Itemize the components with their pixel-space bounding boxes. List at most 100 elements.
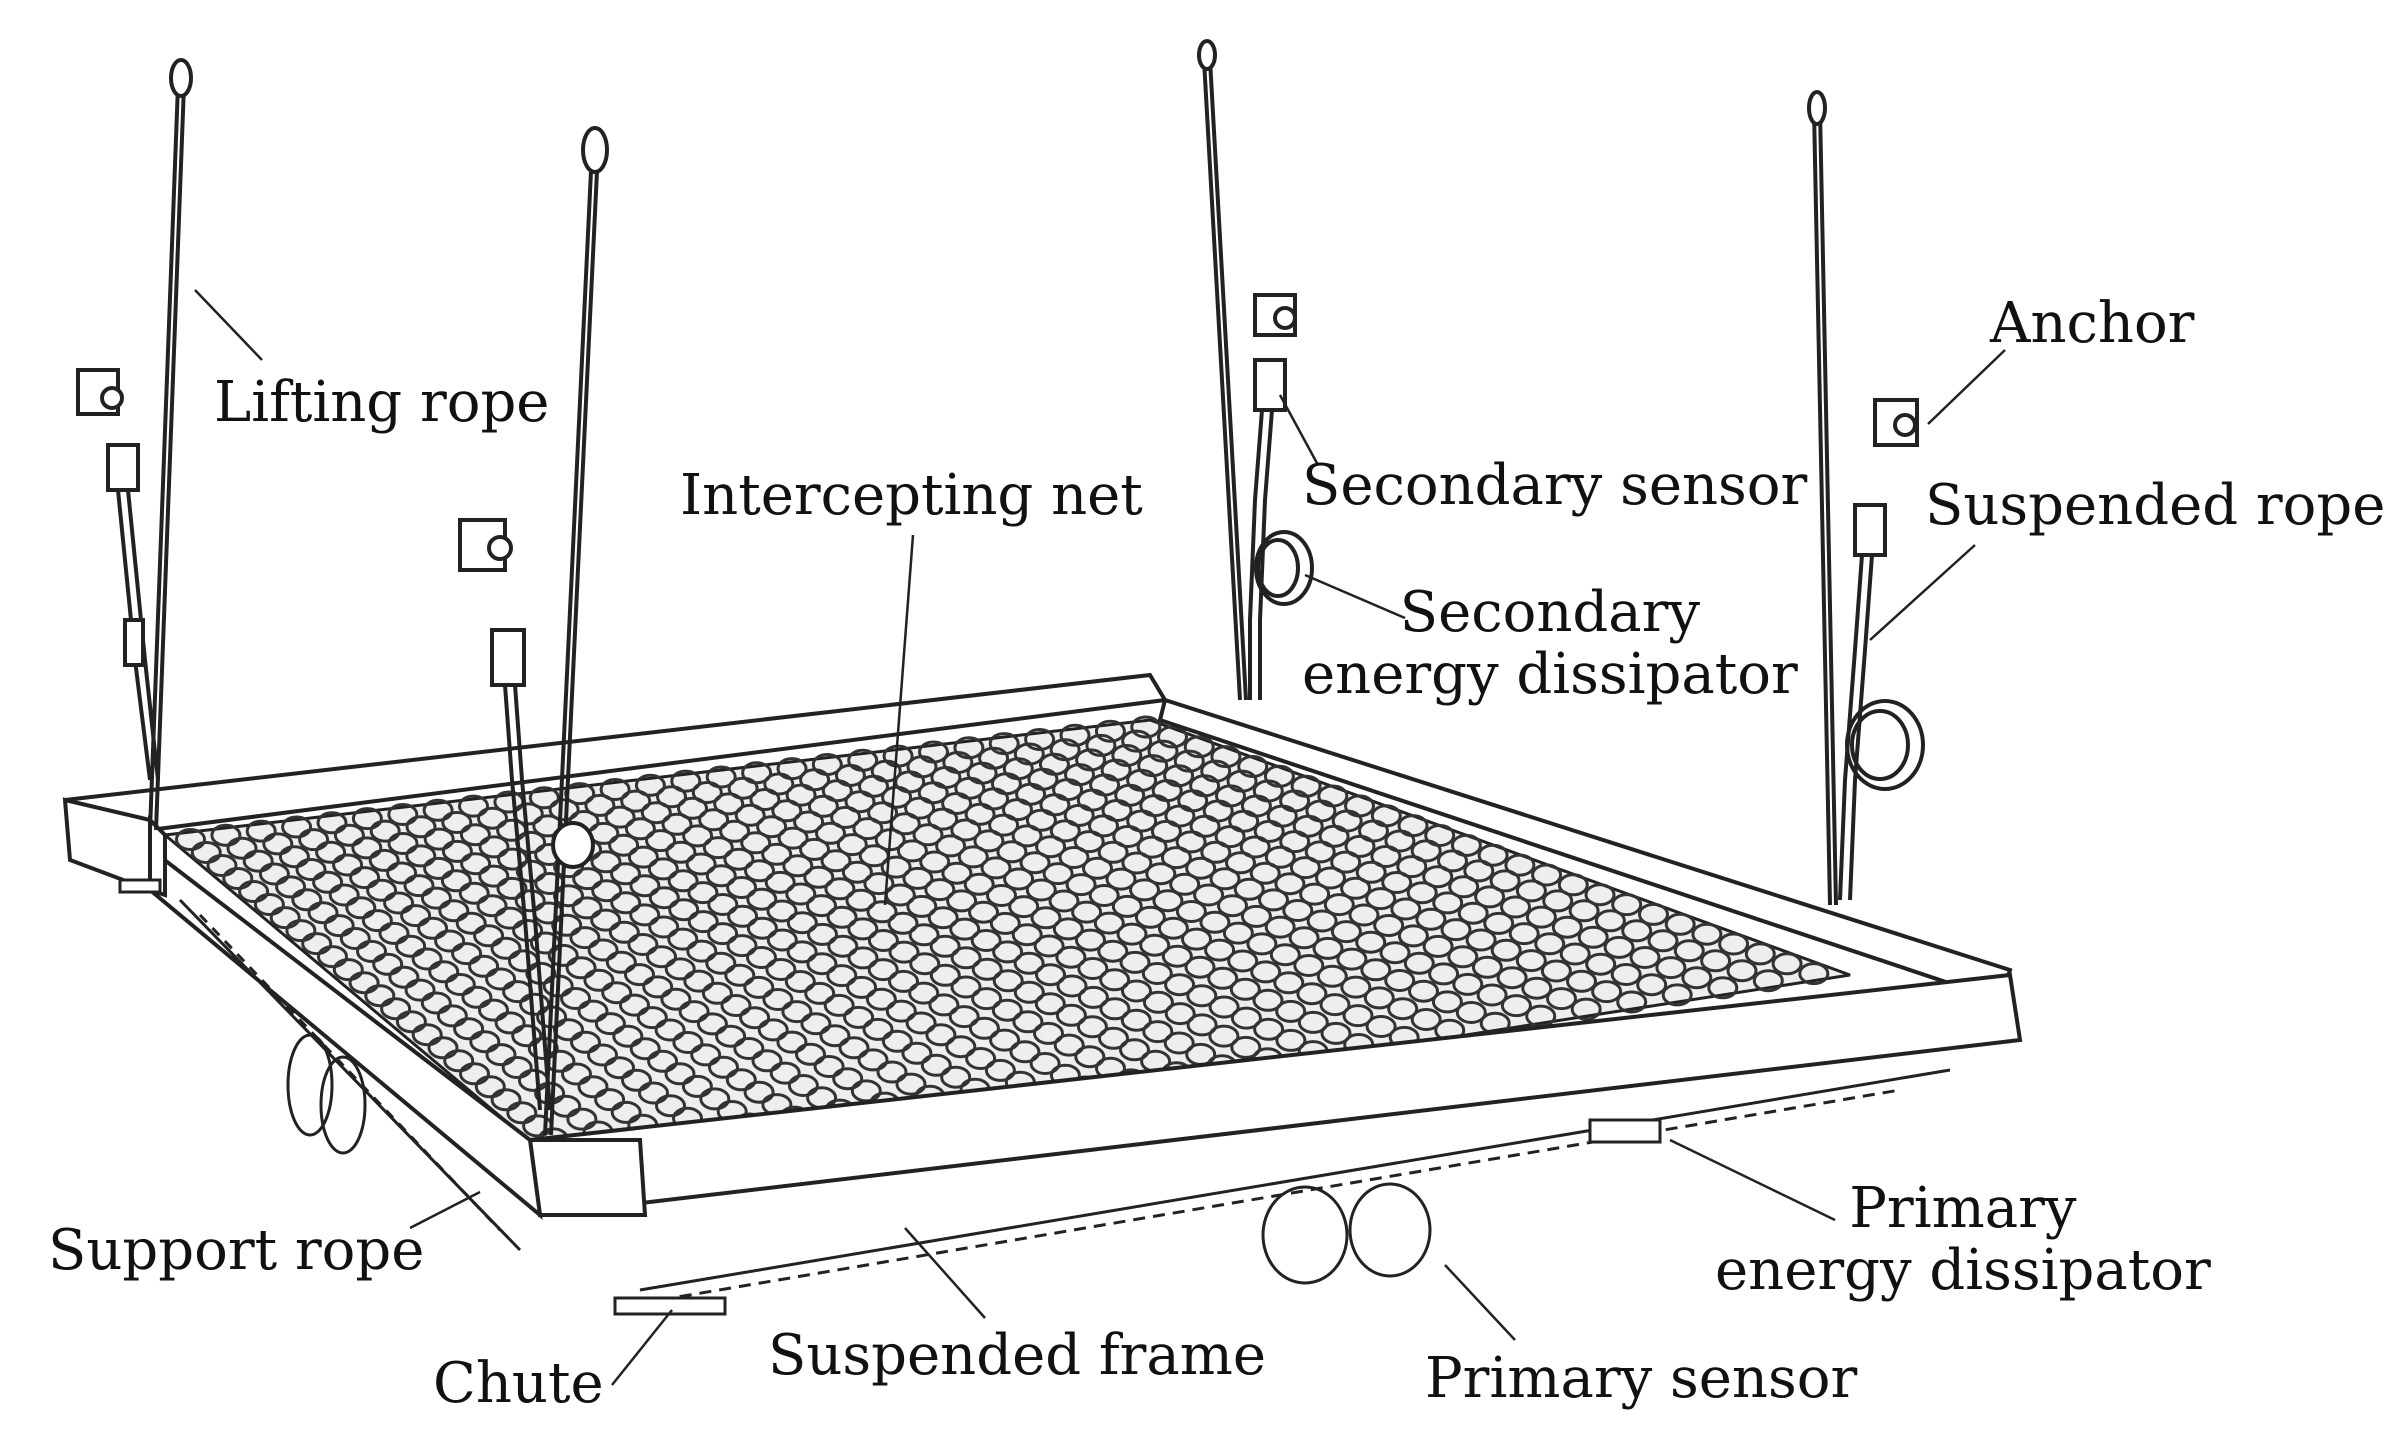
net-mesh-cell <box>584 793 616 817</box>
net-mesh-cell <box>645 829 677 853</box>
net-mesh-cell <box>776 757 808 781</box>
net-mesh-cell <box>372 952 404 976</box>
net-mesh-cell <box>476 894 508 918</box>
net-mesh-cell <box>608 920 640 944</box>
net-mesh-cell <box>561 1062 592 1086</box>
net-mesh-cell <box>1496 966 1528 990</box>
net-mesh-cell <box>1207 966 1239 990</box>
net-mesh-cell <box>1099 968 1131 992</box>
net-mesh-cell <box>474 1075 506 1099</box>
net-mesh-cell <box>681 1074 713 1098</box>
net-mesh-cell <box>647 1049 679 1073</box>
net-mesh-cell <box>1463 859 1495 883</box>
net-mesh-cell <box>636 1006 668 1030</box>
net-mesh-cell <box>1175 900 1207 923</box>
net-mesh-cell <box>1455 1001 1487 1024</box>
leader-lifting-rope <box>194 289 263 361</box>
support-ring-b <box>319 1055 367 1155</box>
net-mesh-cell <box>1387 997 1419 1021</box>
net-mesh-cell <box>351 807 383 831</box>
net-mesh-cell <box>1169 872 1201 896</box>
net-mesh-cell <box>1008 895 1040 919</box>
net-mesh-cell <box>349 866 381 890</box>
net-mesh-cell <box>1603 935 1635 959</box>
net-mesh-cell <box>667 927 699 951</box>
net-mesh-cell <box>743 975 775 999</box>
net-mesh-cell <box>971 957 1003 981</box>
net-mesh-cell <box>646 945 677 969</box>
net-mesh-cell <box>590 850 622 874</box>
net-mesh-cell <box>594 1088 626 1112</box>
net-mesh-cell <box>460 852 492 876</box>
net-mesh-cell <box>1249 861 1281 885</box>
net-mesh-cell <box>1119 1038 1150 1062</box>
net-mesh-cell <box>1476 983 1508 1007</box>
net-mesh-cell <box>1193 883 1225 907</box>
net-mesh-cell <box>610 891 642 915</box>
net-mesh-cell <box>1252 988 1284 1012</box>
net-mesh-cell <box>468 954 500 978</box>
net-mesh-cell <box>339 927 371 950</box>
net-mesh-cell <box>698 808 730 832</box>
net-mesh-cell <box>238 880 270 903</box>
net-mesh-cell <box>989 911 1021 935</box>
net-mesh-cell <box>1551 915 1583 939</box>
net-mesh-cell <box>749 788 781 811</box>
net-mesh-cell <box>1515 949 1547 973</box>
net-mesh-cell <box>1450 833 1482 857</box>
net-mesh-cell <box>1616 990 1648 1014</box>
net-mesh-cell <box>1424 824 1456 847</box>
net-mesh-cell <box>1033 1021 1064 1045</box>
net-mesh-cell <box>1111 894 1143 918</box>
label-secondary-sensor: Secondary sensor <box>1302 453 1808 518</box>
net-mesh-cell <box>1471 955 1503 979</box>
net-mesh-cell <box>701 981 733 1005</box>
net-mesh-cell <box>485 1043 517 1067</box>
net-mesh-cell <box>683 969 715 993</box>
net-mesh-cell <box>461 985 493 1009</box>
label-primary-sensor: Primary sensor <box>1425 1346 1858 1411</box>
net-mesh-cell <box>734 803 766 827</box>
net-mesh-cell <box>629 874 661 898</box>
net-mesh-cell <box>642 975 674 999</box>
net-mesh-cell <box>677 796 708 820</box>
net-mesh-cell <box>253 893 285 916</box>
net-mesh-cell <box>795 1042 826 1066</box>
net-mesh-cell <box>799 837 830 861</box>
net-mesh-cell <box>380 997 412 1021</box>
net-mesh-cell <box>1390 897 1422 921</box>
net-mesh-cell <box>725 1068 757 1092</box>
net-mesh-cell <box>1121 979 1152 1003</box>
net-mesh-cell <box>444 973 476 996</box>
net-mesh-cell <box>1566 969 1597 993</box>
net-mesh-cell <box>323 914 355 938</box>
net-mesh-cell <box>715 1024 747 1048</box>
net-mesh-cell <box>751 1049 783 1073</box>
net-mesh-cell <box>940 1065 972 1089</box>
net-mesh-cell <box>364 984 396 1008</box>
net-mesh-cell <box>1142 990 1174 1014</box>
net-mesh-cell <box>443 1049 475 1073</box>
net-mesh-cell <box>766 899 798 923</box>
net-mesh-cell <box>830 805 862 829</box>
net-mesh-cell <box>1275 1028 1307 1052</box>
net-mesh-cell <box>1208 1024 1240 1048</box>
net-mesh-cell <box>1077 957 1109 980</box>
net-mesh-cell <box>929 934 961 958</box>
net-mesh-cell <box>428 960 460 984</box>
net-mesh-cell <box>992 940 1024 964</box>
net-mesh-cell <box>1297 1010 1329 1034</box>
net-mesh-cell <box>1428 962 1460 986</box>
net-mesh-cell <box>1312 936 1344 960</box>
net-mesh-cell <box>1210 745 1242 769</box>
net-mesh-cell <box>620 789 652 813</box>
net-mesh-cell <box>1173 749 1205 773</box>
net-mesh-cell <box>707 922 739 946</box>
net-mesh-cell <box>757 1018 789 1042</box>
net-mesh-cell <box>1360 958 1392 982</box>
net-mesh-cell <box>648 886 680 910</box>
net-mesh-cell <box>222 867 254 890</box>
net-mesh-cell <box>867 958 899 982</box>
net-mesh-cell <box>765 958 797 981</box>
